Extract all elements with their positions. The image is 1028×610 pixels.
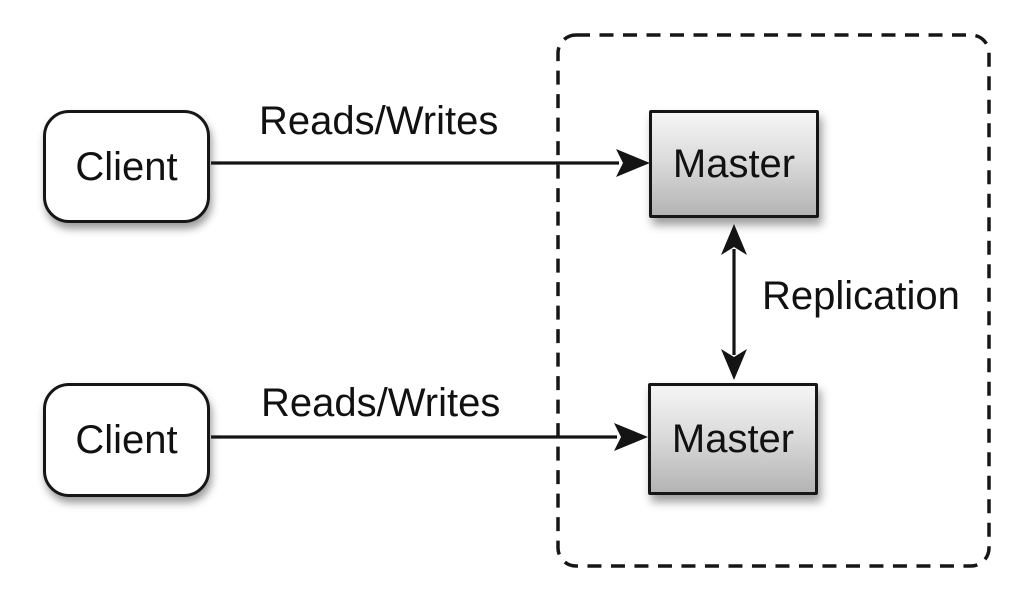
client-top-label: Client [75,144,178,189]
reads-writes-arrow-bottom [211,423,648,451]
master-bottom-label: Master [671,417,795,461]
arrowhead-right-icon [616,149,650,177]
arrowhead-right-icon [614,423,648,451]
client-top-node: Client [43,110,210,223]
replication-label: Replication [762,274,960,318]
reads-writes-label-top: Reads/Writes [259,99,499,143]
arrowhead-down-icon [721,349,747,380]
replication-group-boundary [556,33,991,568]
master-top-node: Master [649,110,819,218]
client-bottom-label: Client [75,418,178,462]
reads-writes-arrow-top [211,149,650,177]
master-bottom-node: Master [648,383,818,495]
client-bottom-node: Client [43,383,210,497]
replication-arrow [721,224,747,380]
reads-writes-label-bottom: Reads/Writes [261,381,501,425]
arrowhead-up-icon [721,224,747,255]
master-top-label: Master [672,142,796,186]
